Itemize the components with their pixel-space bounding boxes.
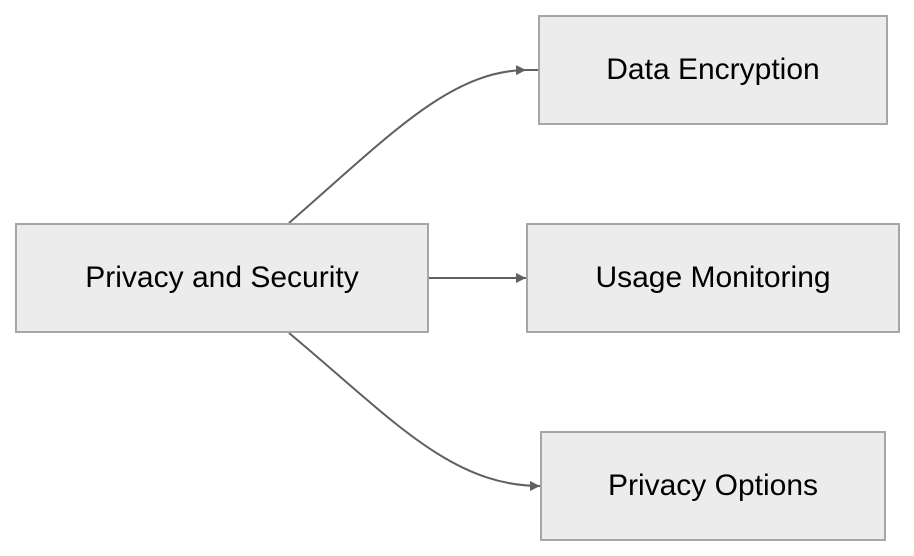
edge-to-privacy-options <box>288 332 541 491</box>
node-privacy-options[interactable]: Privacy Options <box>540 431 886 541</box>
node-label: Privacy and Security <box>85 261 359 294</box>
node-privacy-and-security[interactable]: Privacy and Security <box>15 223 429 333</box>
node-data-encryption[interactable]: Data Encryption <box>538 15 888 125</box>
node-usage-monitoring[interactable]: Usage Monitoring <box>526 223 900 333</box>
node-label: Privacy Options <box>607 469 819 502</box>
node-label: Data Encryption <box>606 53 820 86</box>
node-label: Usage Monitoring <box>595 261 831 294</box>
edge-to-data-encryption <box>288 65 527 224</box>
